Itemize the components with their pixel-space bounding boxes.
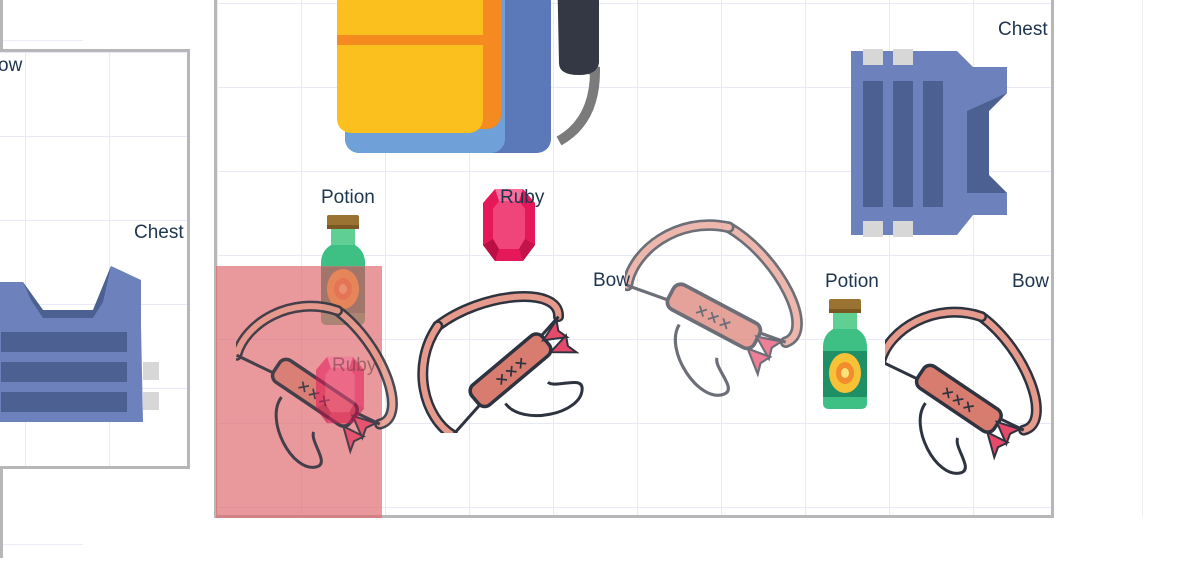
item-label-ruby-ghost: Ruby (332, 355, 377, 376)
bow-icon[interactable] (625, 199, 825, 419)
item-label-ruby: Ruby (500, 187, 545, 208)
inventory-grid-main[interactable] (214, 0, 1054, 518)
grid-divider (1142, 0, 1143, 516)
bow-icon[interactable] (885, 283, 1054, 503)
item-label-potion: Potion (321, 187, 375, 208)
item-label-bow: Bow (593, 270, 630, 291)
item-label-potion: Potion (825, 271, 879, 292)
potion-icon[interactable] (823, 299, 867, 411)
backpack-icon[interactable] (333, 0, 603, 153)
chest-armor-icon[interactable] (0, 262, 163, 432)
item-label-chest-left: Chest (134, 222, 184, 243)
item-label-bow: Bow (1012, 271, 1049, 292)
inventory-grid-left[interactable] (0, 49, 190, 469)
bow-icon[interactable] (408, 283, 618, 433)
item-label-chest-top: Chest (998, 19, 1048, 40)
chest-armor-icon[interactable] (847, 43, 1017, 243)
item-label-bow-partial: ow (0, 55, 23, 76)
